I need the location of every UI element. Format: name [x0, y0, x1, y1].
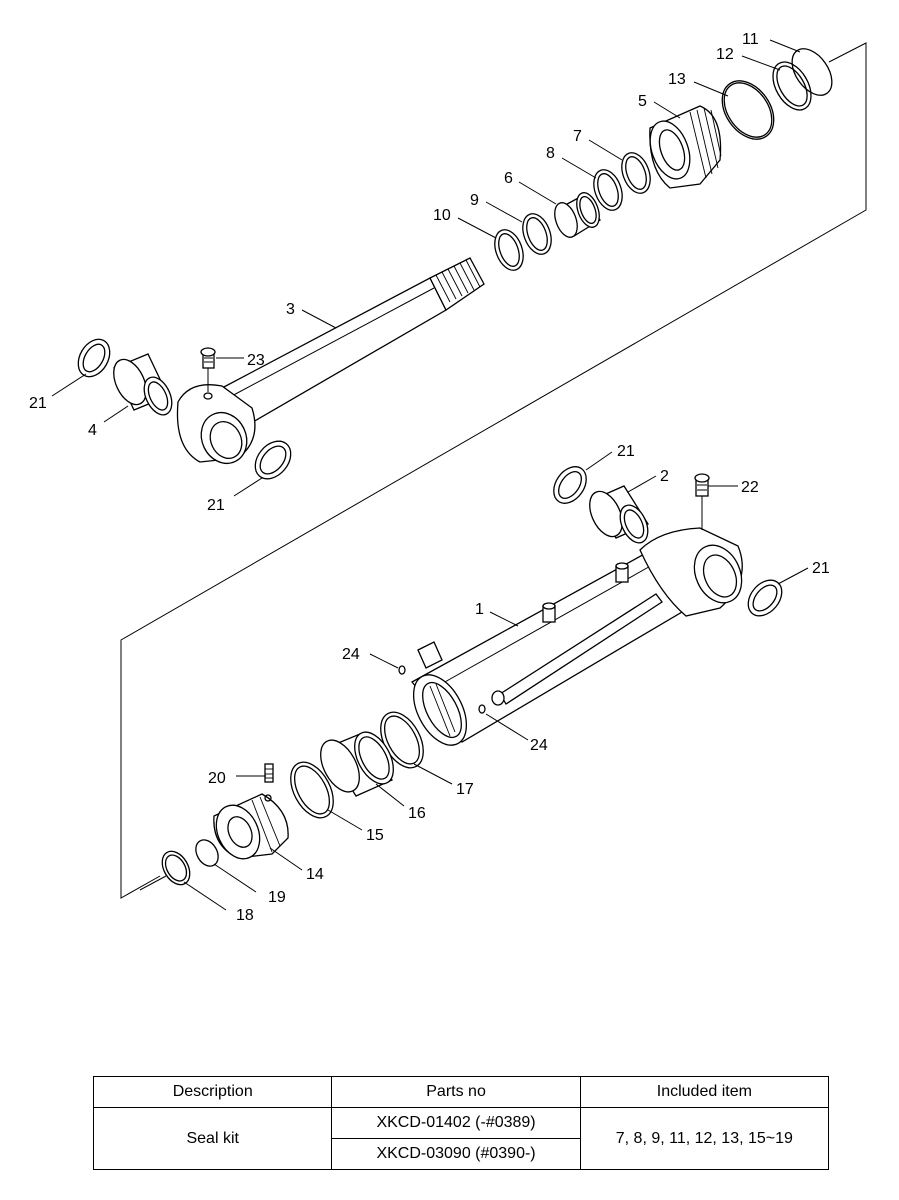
header-description: Description — [92, 1076, 333, 1108]
label-13: 13 — [668, 71, 686, 88]
label-22: 22 — [741, 479, 759, 496]
label-14: 14 — [306, 866, 324, 883]
label-2: 2 — [660, 468, 669, 485]
cell-description: Seal kit — [92, 1107, 333, 1170]
label-18: 18 — [236, 907, 254, 924]
label-24-upper: 24 — [342, 646, 360, 663]
dust-seal-rod-left — [77, 338, 111, 378]
label-7: 7 — [573, 128, 582, 145]
label-20: 20 — [208, 770, 226, 787]
label-21-rod-left: 21 — [29, 395, 47, 412]
label-1: 1 — [475, 601, 484, 618]
label-8: 8 — [546, 145, 555, 162]
label-16: 16 — [408, 805, 426, 822]
cell-parts-no-2: XKCD-03090 (#0390-) — [331, 1138, 581, 1170]
cell-included-item: 7, 8, 9, 11, 12, 13, 15~19 — [579, 1107, 830, 1170]
header-included-item: Included item — [579, 1076, 830, 1108]
grease-nipple-rod — [200, 347, 216, 392]
label-15: 15 — [366, 827, 384, 844]
label-6: 6 — [504, 170, 513, 187]
label-24-lower: 24 — [530, 737, 548, 754]
table-row: XKCD-03090 (#0390-) — [94, 1138, 829, 1170]
piston-rod — [221, 257, 485, 427]
o-ring-24-upper — [398, 665, 406, 675]
snap-ring-10 — [494, 229, 524, 271]
seal-7 — [621, 152, 651, 194]
o-ring-19 — [195, 839, 219, 867]
back-up-ring-18 — [161, 850, 191, 886]
exploded-parts-diagram: 11 12 13 5 7 8 6 9 10 3 23 21 4 21 21 2 … — [29, 31, 867, 924]
cell-parts-no-1: XKCD-01402 (-#0389) — [331, 1107, 581, 1139]
piston — [213, 793, 289, 860]
grease-nipple-tube — [694, 473, 710, 530]
bushing-tube — [589, 485, 649, 544]
header-parts-no: Parts no — [331, 1076, 581, 1108]
back-up-ring-12 — [772, 61, 812, 111]
table-header-row: Description Parts no Included item — [92, 1076, 830, 1108]
label-3: 3 — [286, 301, 295, 318]
label-23: 23 — [247, 352, 265, 369]
dust-seal-rod-right — [254, 440, 292, 480]
o-ring-13 — [721, 80, 775, 140]
bushing-6 — [554, 192, 601, 238]
label-9: 9 — [470, 192, 479, 209]
label-17: 17 — [456, 781, 474, 798]
label-11: 11 — [742, 31, 759, 48]
label-12: 12 — [716, 46, 734, 63]
label-5: 5 — [638, 93, 647, 110]
o-ring-24-lower — [478, 704, 486, 714]
label-21-tube-right: 21 — [812, 560, 830, 577]
label-21-rod-right: 21 — [207, 497, 225, 514]
rod-eye — [176, 384, 256, 464]
ring-16 — [320, 731, 394, 797]
part-labels: 11 12 13 5 7 8 6 9 10 3 23 21 4 21 21 2 … — [29, 31, 830, 924]
dust-seal-tube-right — [747, 579, 783, 617]
cylinder-tube — [410, 527, 743, 746]
ring-17 — [380, 711, 424, 769]
label-19: 19 — [268, 889, 286, 906]
label-4: 4 — [88, 422, 97, 439]
seal-9 — [522, 213, 552, 255]
set-screw — [264, 763, 274, 783]
label-21-tube-top: 21 — [617, 443, 635, 460]
bushing-rod — [113, 353, 173, 416]
tube-assembly — [161, 466, 783, 886]
rod-cover — [649, 105, 722, 189]
assembly-frame — [120, 42, 867, 899]
leader-lines — [51, 39, 809, 911]
rod-assembly — [77, 48, 833, 480]
seal-8 — [593, 169, 623, 211]
ring-15 — [290, 761, 334, 819]
seal-kit-table: Description Parts no Included item Seal … — [92, 1076, 830, 1170]
table-row: Seal kit XKCD-01402 (-#0389) 7, 8, 9, 11… — [92, 1107, 830, 1170]
label-10: 10 — [433, 207, 451, 224]
dust-seal-tube-left — [553, 466, 587, 504]
